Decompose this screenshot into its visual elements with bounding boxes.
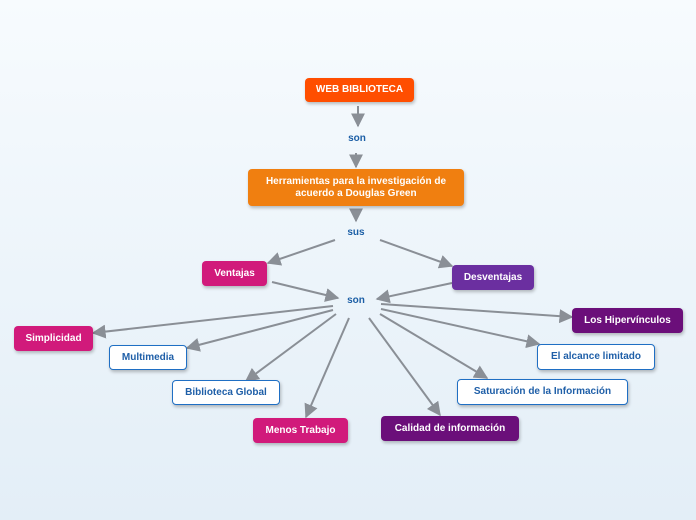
node-hipervinculos[interactable]: Los Hipervínculos <box>572 308 683 333</box>
node-desventajas[interactable]: Desventajas <box>452 265 534 290</box>
arrow-son-to-simplicidad <box>91 305 334 339</box>
link-word-son-1: son <box>348 133 366 144</box>
node-web-biblioteca[interactable]: WEB BIBLIOTECA <box>305 78 414 102</box>
node-simplicidad[interactable]: Simplicidad <box>14 326 93 351</box>
arrow-son-to-saturacion <box>379 313 489 379</box>
arrow-son-to-menos-trabajo <box>304 317 350 419</box>
node-saturacion[interactable]: Saturación de la Información <box>457 379 628 405</box>
arrow-son-to-biblioteca-global <box>244 313 337 382</box>
arrow-son-to-alcance <box>380 308 541 349</box>
node-biblioteca-global[interactable]: Biblioteca Global <box>172 380 280 405</box>
node-herramientas[interactable]: Herramientas para la investigación de ac… <box>248 169 464 206</box>
node-calidad[interactable]: Calidad de información <box>381 416 519 441</box>
arrow-ventajas-to-son <box>271 281 340 302</box>
arrow-son-to-multimedia <box>185 309 334 352</box>
link-word-son-2: son <box>347 295 365 306</box>
arrow-son-to-hipervinculos <box>380 303 574 324</box>
link-word-sus: sus <box>347 227 365 238</box>
arrow-son-to-calidad <box>368 317 441 417</box>
node-ventajas[interactable]: Ventajas <box>202 261 267 286</box>
arrow-sus-to-ventajas <box>266 239 336 266</box>
arrow-desventajas-to-son <box>375 282 453 304</box>
node-alcance[interactable]: El alcance limitado <box>537 344 655 370</box>
node-multimedia[interactable]: Multimedia <box>109 345 187 370</box>
arrow-sus-to-desventajas <box>379 239 454 269</box>
node-menos-trabajo[interactable]: Menos Trabajo <box>253 418 348 443</box>
